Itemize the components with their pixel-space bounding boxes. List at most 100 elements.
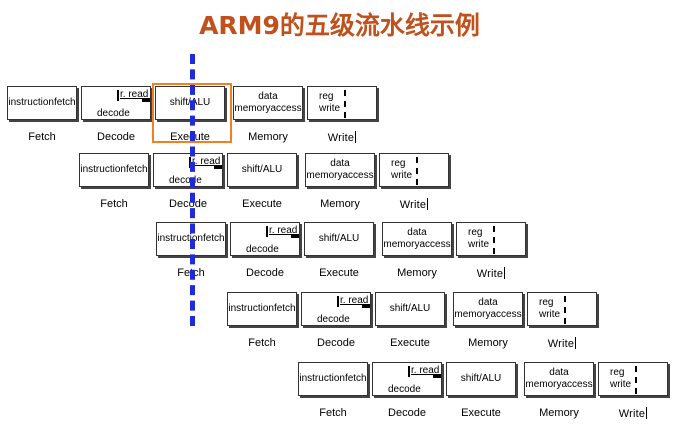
reg-write-line-2: write (539, 309, 561, 320)
memory-stage-box: data memoryaccess (305, 153, 375, 187)
fetch-box-line-1: instruction (80, 164, 126, 175)
execute-stage-label: Execute (375, 337, 445, 350)
write-stage-label-text: Write (618, 408, 646, 420)
write-stage-label-text: Write (399, 199, 427, 211)
write-cursor-mark (427, 198, 429, 210)
fetch-box-line-2: fetch (202, 233, 225, 244)
write-stage-label-text: Write (327, 132, 355, 144)
reg-write-line-2: write (610, 379, 632, 390)
reg-write-line-1: reg (468, 227, 483, 238)
write-dashed-separator (564, 296, 566, 324)
execute-stage-box: shift/ALU (446, 362, 516, 396)
execute-box-text: shift/ALU (156, 87, 224, 119)
reg-write-line-1: reg (391, 158, 406, 169)
decode-latch-mark (214, 165, 222, 169)
fetch-stage-label: Fetch (298, 407, 368, 420)
reg-write-line-2: write (468, 239, 490, 250)
execute-stage-box: shift/ALU (304, 222, 374, 256)
decode-text: decode (388, 384, 421, 395)
write-cursor-mark (355, 131, 357, 143)
execute-stage: shift/ALU Execute (375, 292, 445, 358)
decode-stage-label-text: Decode (388, 407, 426, 419)
register-read-text: r. read (269, 225, 298, 236)
execute-stage-label: Execute (227, 198, 297, 211)
decode-text: decode (246, 244, 279, 255)
memory-box-line-2: access (270, 103, 302, 114)
fetch-box-line-1: instruction (157, 233, 203, 244)
memory-box-line-2: access (490, 309, 522, 320)
memory-stage-box: data memoryaccess (233, 86, 303, 120)
fetch-box-text: instructionfetch (228, 293, 296, 325)
memory-box-line-2: access (342, 170, 374, 181)
decode-stage-label: Decode (301, 337, 371, 350)
execute-stage-label-text: Execute (390, 337, 430, 349)
fetch-stage-label: Fetch (79, 198, 149, 211)
fetch-box-line-2: fetch (273, 303, 296, 314)
fetch-stage-label-text: Fetch (319, 407, 347, 419)
execute-box-text: shift/ALU (376, 293, 444, 325)
memory-stage-label-text: Memory (320, 198, 360, 210)
reg-write-line-2: write (319, 103, 341, 114)
memory-box-text: data memoryaccess (383, 223, 451, 255)
write-stage-label: Write (307, 131, 377, 145)
execute-stage-label-text: Execute (319, 267, 359, 279)
write-stage-label: Write (456, 267, 526, 281)
write-dashed-separator (416, 157, 418, 185)
fetch-stage-box: instructionfetch (298, 362, 368, 396)
memory-stage-label: Memory (305, 198, 375, 211)
write-stage-label: Write (527, 337, 597, 351)
memory-stage-label: Memory (233, 131, 303, 144)
fetch-stage-label: Fetch (7, 131, 77, 144)
fetch-box-line-1: instruction (299, 373, 345, 384)
memory-stage-box: data memoryaccess (524, 362, 594, 396)
memory-stage-box: data memoryaccess (453, 292, 523, 326)
memory-box-line-1: data memory (306, 158, 350, 181)
decode-latch-mark (362, 304, 370, 308)
execute-box-line-1: shift/ALU (169, 97, 211, 108)
fetch-stage-label-text: Fetch (28, 131, 56, 143)
execute-stage-box: shift/ALU (375, 292, 445, 326)
execute-box-text: shift/ALU (305, 223, 373, 255)
execute-box-line-1: shift/ALU (460, 373, 502, 384)
memory-stage-label: Memory (382, 267, 452, 280)
fetch-box-line-2: fetch (53, 97, 76, 108)
memory-stage-label: Memory (453, 337, 523, 350)
execute-box-line-1: shift/ALU (389, 303, 431, 314)
decode-text: decode (169, 175, 202, 186)
fetch-stage-label-text: Fetch (100, 198, 128, 210)
decode-separator (117, 90, 119, 101)
page-title: ARM9的五级流水线示例 (199, 11, 480, 40)
register-read-text: r. read (192, 156, 221, 167)
execute-stage-label-text: Execute (242, 198, 282, 210)
memory-stage-label-text: Memory (248, 131, 288, 143)
fetch-box-text: instructionfetch (8, 87, 76, 119)
decode-stage-label-text: Decode (97, 131, 135, 143)
decode-latch-mark (291, 234, 299, 238)
memory-stage-box: data memoryaccess (382, 222, 452, 256)
memory-box-line-1: data memory (525, 367, 569, 390)
fetch-stage-box: instructionfetch (79, 153, 149, 187)
execute-box-line-1: shift/ALU (318, 233, 360, 244)
